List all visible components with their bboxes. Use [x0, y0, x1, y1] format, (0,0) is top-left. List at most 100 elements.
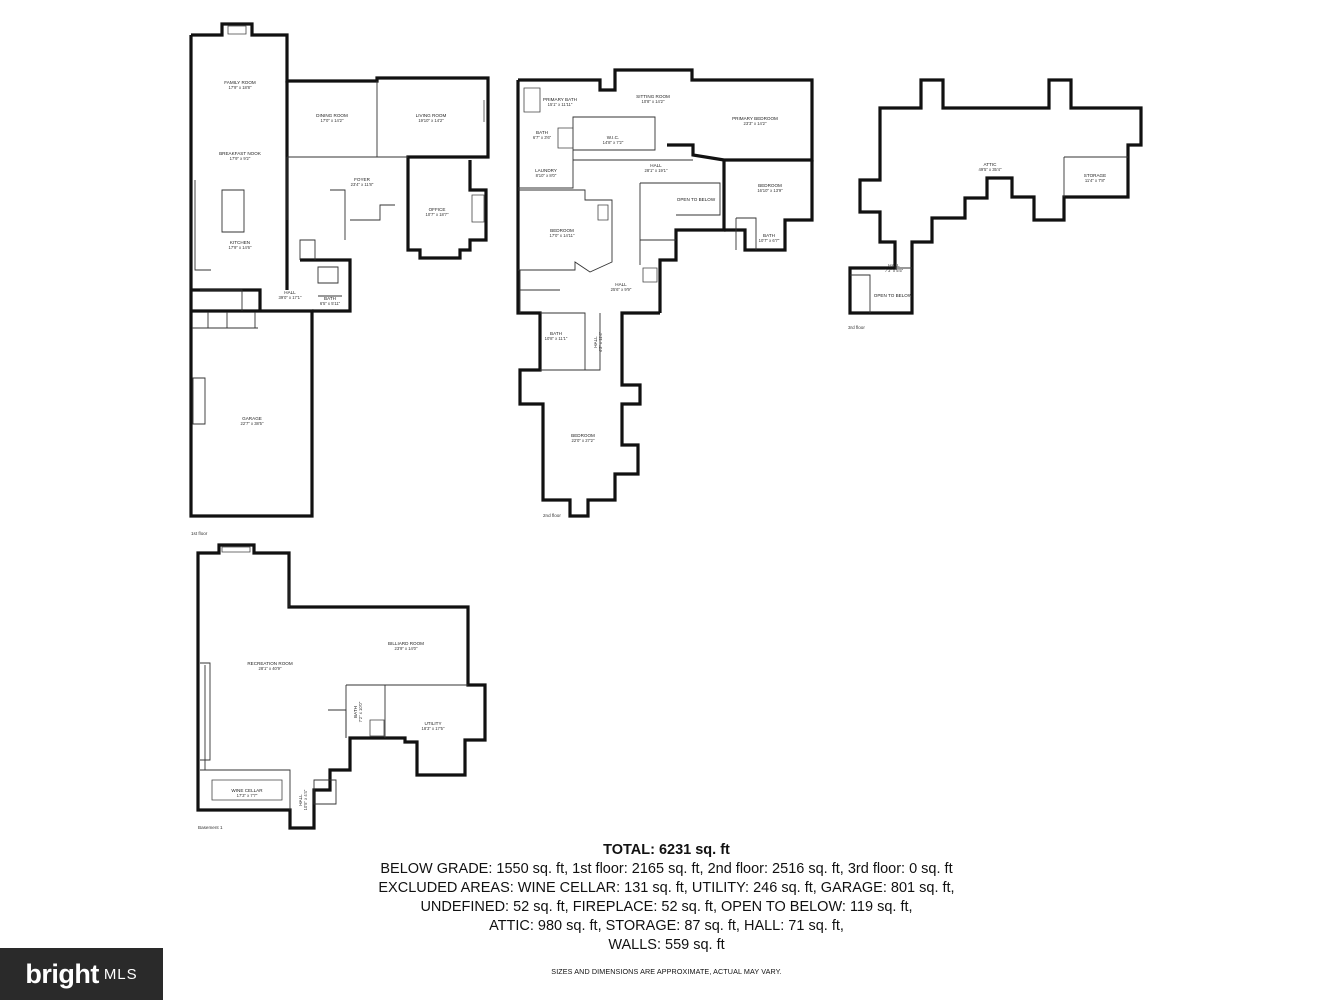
- room-name: HALL: [888, 263, 900, 268]
- room-name: STORAGE: [1084, 173, 1106, 178]
- room-dimensions: 10'8" x 11'1": [545, 336, 568, 341]
- disclaimer: SIZES AND DIMENSIONS ARE APPROXIMATE, AC…: [551, 967, 782, 976]
- room-dimensions: 15'1" x 11'11": [548, 102, 573, 107]
- room-dimensions: 49'5" x 35'4": [979, 167, 1002, 172]
- room-name: PRIMARY BEDROOM: [732, 116, 778, 121]
- room-name: OPEN TO BELOW: [677, 197, 716, 202]
- room-name: BATH: [353, 706, 358, 718]
- room-name: LAUNDRY: [535, 168, 557, 173]
- summary-line-walls: WALLS: 559 sq. ft: [608, 937, 725, 953]
- room-dimensions: 10'7" x 18'7": [426, 212, 449, 217]
- room-name: FAMILY ROOM: [224, 80, 256, 85]
- room-name: FOYER: [354, 177, 371, 182]
- room-name: W.I.C.: [607, 135, 620, 140]
- room-dimensions: 11'4" x 7'8": [1085, 178, 1106, 183]
- room-dimensions: 10'7" x 6'7": [759, 238, 780, 243]
- room-name: ATTIC: [984, 162, 998, 167]
- room-dimensions: 4'3" x 11'4": [598, 331, 603, 352]
- basement-plan: [196, 543, 487, 830]
- room-dimensions: 17'9" x 18'8": [229, 85, 252, 90]
- area-summary: TOTAL: 6231 sq. ft BELOW GRADE: 1550 sq.…: [240, 840, 1093, 955]
- room-open-to-below: OPEN TO BELOW: [874, 293, 913, 298]
- room-dimensions: 28'1" x 40'9": [259, 666, 282, 671]
- room-dimensions: 25'6" x 9'9": [611, 287, 632, 292]
- room-dimensions: 39'0" x 17'1": [279, 295, 302, 300]
- room-name: SITTING ROOM: [636, 94, 670, 99]
- room-dimensions: 6'7" x 3'6": [533, 135, 552, 140]
- room-dimensions: 28'1" x 19'1": [645, 168, 668, 173]
- room-name: OPEN TO BELOW: [874, 293, 913, 298]
- first-floor-plan: [189, 22, 490, 518]
- room-name: PRIMARY BATH: [543, 97, 577, 102]
- total-area: TOTAL: 6231 sq. ft: [603, 842, 730, 858]
- room-dimensions: 17'9" x 9'2": [230, 156, 251, 161]
- room-dimensions: 17'3" x 7'7": [237, 793, 258, 798]
- room-name: RECREATION ROOM: [247, 661, 293, 666]
- room-name: BATH: [550, 331, 562, 336]
- room-dimensions: 6'5" x 5'11": [320, 301, 341, 306]
- room-dimensions: 22'0" x 27'2": [572, 438, 595, 443]
- room-dimensions: 10'5" x 4'4": [303, 789, 308, 810]
- room-name: UTILITY: [424, 721, 441, 726]
- room-name: OFFICE: [429, 207, 446, 212]
- room-dimensions: 17'9" x 14'6": [229, 245, 252, 250]
- room-dimensions: 19'10" x 14'2": [418, 118, 444, 123]
- room-name: KITCHEN: [230, 240, 250, 245]
- room-name: LIVING ROOM: [416, 113, 447, 118]
- third-floor-plan: [848, 78, 1143, 315]
- room-dimensions: 23'3" x 14'2": [744, 121, 767, 126]
- room-name: HALL: [650, 163, 662, 168]
- room-dimensions: 10'8" x 14'2": [642, 99, 665, 104]
- room-dimensions: 8'10" x 8'0": [536, 173, 557, 178]
- second-floor-plan: [516, 68, 814, 518]
- summary-line-attic: ATTIC: 980 sq. ft, STORAGE: 87 sq. ft, H…: [489, 918, 844, 934]
- room-dimensions: 17'0" x 14'2": [321, 118, 344, 123]
- room-name: BILLIARD ROOM: [388, 641, 424, 646]
- floor-label-3rd: 3rd floor: [848, 325, 865, 330]
- room-name: BEDROOM: [550, 228, 574, 233]
- floor-label-1st: 1st floor: [191, 531, 208, 536]
- room-name: DINING ROOM: [316, 113, 348, 118]
- room-name: BEDROOM: [758, 183, 782, 188]
- room-dimensions: 23'9" x 14'0": [395, 646, 418, 651]
- room-name: BATH: [763, 233, 775, 238]
- brand-name: bright: [25, 958, 99, 989]
- room-name: HALL: [298, 794, 303, 806]
- room-dimensions: 23'4" x 11'8": [351, 182, 374, 187]
- room-dimensions: 7'2" x 10'0": [358, 701, 363, 722]
- room-name: HALL: [284, 290, 296, 295]
- room-dimensions: 18'3" x 17'5": [422, 726, 445, 731]
- room-name: BATH: [536, 130, 548, 135]
- room-dimensions: 16'10" x 13'9": [757, 188, 783, 193]
- brand-suffix: MLS: [103, 965, 138, 983]
- room-name: BEDROOM: [571, 433, 595, 438]
- brand-logo: bright MLS: [0, 948, 163, 1000]
